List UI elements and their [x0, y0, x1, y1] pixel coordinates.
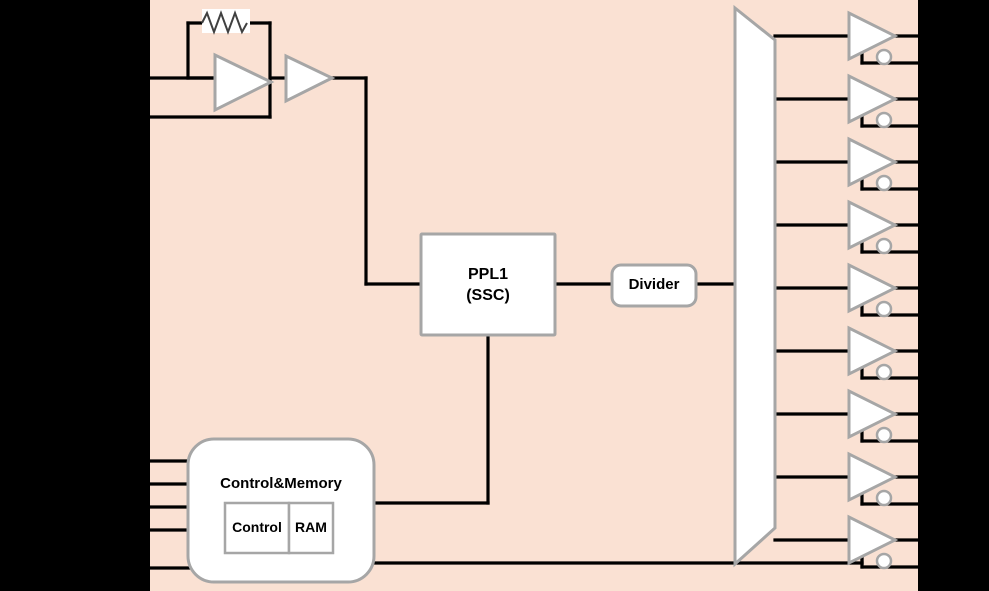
output-buffer-4[interactable] [847, 262, 918, 318]
buffer-triangle-1 [847, 73, 899, 125]
output-buffer-5[interactable] [847, 325, 918, 381]
resistor-zigzag-icon [201, 10, 248, 35]
ram-subblock-label: RAM [295, 519, 327, 535]
control-subblock-label: Control [232, 519, 282, 535]
output-buffer-0[interactable] [847, 10, 918, 66]
ram-subblock[interactable] [287, 501, 335, 555]
buffer-triangle-2 [847, 136, 899, 188]
pll-label-line1: PPL1 [467, 266, 508, 283]
block-diagram-svg [150, 4, 918, 584]
oscillator-buffer-triangle[interactable] [284, 53, 336, 104]
pll-block[interactable] [419, 232, 557, 337]
output-buffer-2[interactable] [847, 136, 918, 192]
inverting-bubble-0 [875, 48, 893, 66]
buffer-triangle-4 [847, 262, 899, 314]
pll-label: PPL1 (SSC) [421, 264, 555, 306]
buffer-triangle-6 [847, 388, 899, 440]
output-buffer-1[interactable] [847, 73, 918, 129]
buffer-triangle-8 [847, 514, 899, 566]
inverting-bubble-4 [875, 300, 893, 318]
buffer-triangle-5 [847, 325, 899, 377]
divider-label: Divider [628, 276, 680, 293]
clock-distribution-mux[interactable] [733, 4, 777, 568]
control-subblock[interactable] [223, 501, 291, 555]
buffer-triangle-3 [847, 199, 899, 251]
control-memory-label: Control&Memory [220, 475, 342, 492]
inverting-bubble-8 [875, 552, 893, 570]
output-buffer-group [847, 10, 918, 570]
buffer-triangle-0 [847, 10, 899, 62]
inverting-bubble-2 [875, 174, 893, 192]
inverting-bubble-5 [875, 363, 893, 381]
pll-label-line2: (SSC) [466, 287, 510, 304]
divider-block[interactable] [610, 263, 698, 308]
inverting-bubble-1 [875, 111, 893, 129]
inverting-bubble-6 [875, 426, 893, 444]
buffer-triangle-7 [847, 451, 899, 503]
feedback-resistor[interactable] [201, 9, 250, 35]
chip-die-area: PPL1 (SSC) Divider Control&Memory Contro… [150, 0, 918, 591]
output-buffer-6[interactable] [847, 388, 918, 444]
output-buffer-7[interactable] [847, 451, 918, 507]
inverting-bubble-7 [875, 489, 893, 507]
inverting-bubble-3 [875, 237, 893, 255]
output-buffer-8[interactable] [847, 514, 918, 570]
output-buffer-3[interactable] [847, 199, 918, 255]
oscillator-amp-triangle[interactable] [213, 52, 275, 113]
wire-layer [150, 21, 864, 570]
